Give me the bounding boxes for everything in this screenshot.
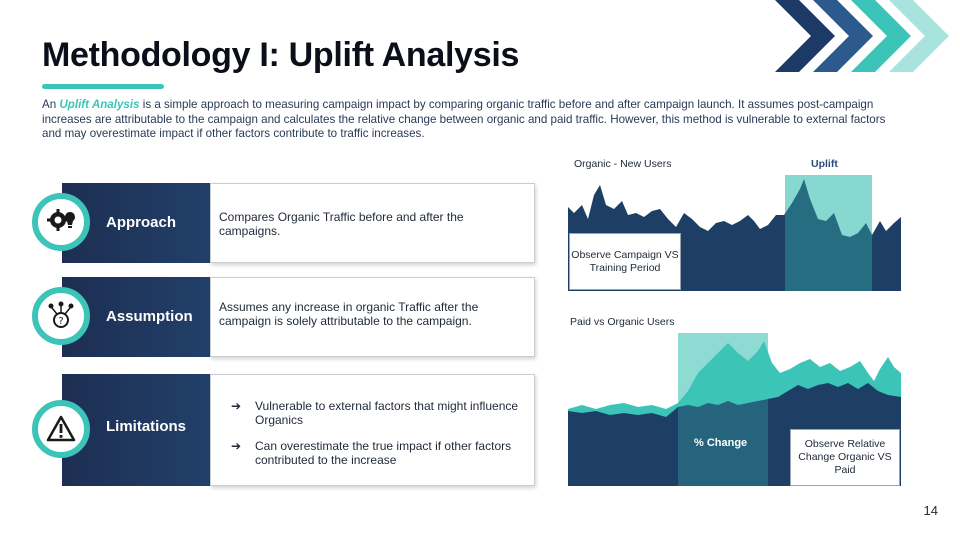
chart1-note: Observe Campaign VS Training Period — [569, 233, 681, 290]
row-label: Assumption — [106, 308, 193, 325]
change-overlay — [678, 333, 768, 486]
uplift-highlight: Uplift Analysis — [59, 98, 140, 111]
arrow-icon: ➔ — [231, 399, 242, 413]
page-title: Methodology I: Uplift Analysis — [42, 36, 520, 74]
row-label: Approach — [106, 214, 177, 231]
chart2-title: Paid vs Organic Users — [570, 316, 675, 328]
list-item: ➔ Can overestimate the true impact if ot… — [219, 439, 526, 467]
limitations-list: ➔ Vulnerable to external factors that mi… — [219, 399, 526, 467]
limitations-text-box: ➔ Vulnerable to external factors that mi… — [210, 374, 535, 486]
arrow-icon: ➔ — [231, 439, 242, 453]
uplift-overlay — [785, 175, 872, 291]
approach-icon-circle — [32, 193, 90, 251]
approach-text-box: Compares Organic Traffic before and afte… — [210, 183, 535, 263]
approach-text: Compares Organic Traffic before and afte… — [219, 210, 464, 238]
assumption-text-box: Assumes any increase in organic Traffic … — [210, 277, 535, 357]
assumption-icon-circle: ? — [32, 287, 90, 345]
warning-icon — [46, 415, 76, 442]
intro-paragraph: An Uplift Analysis is a simple approach … — [42, 98, 886, 141]
svg-text:?: ? — [58, 316, 63, 327]
gear-lightbulb-icon — [47, 209, 75, 231]
pct-change-label: % Change — [694, 437, 748, 449]
uplift-label: Uplift — [811, 158, 838, 170]
limitations-icon-circle — [32, 400, 90, 458]
assumption-text: Assumes any increase in organic Traffic … — [219, 300, 479, 328]
idea-network-icon: ? — [48, 301, 74, 328]
list-item: ➔ Vulnerable to external factors that mi… — [219, 399, 526, 427]
chart2-note: Observe Relative Change Organic VS Paid — [790, 429, 900, 486]
page-number: 14 — [923, 503, 938, 518]
title-underline — [42, 84, 164, 89]
row-label: Limitations — [106, 418, 187, 435]
chart1-title: Organic - New Users — [574, 158, 672, 170]
chevron-decoration — [775, 0, 949, 72]
